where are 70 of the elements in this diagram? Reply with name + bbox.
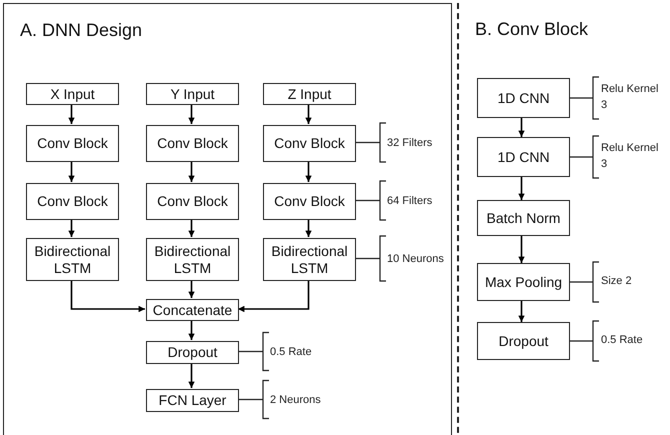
arrow <box>188 104 195 124</box>
layer-box <box>477 322 570 360</box>
layer-box <box>146 238 239 281</box>
arrow <box>68 161 75 182</box>
layer-box <box>26 183 119 220</box>
layer-label: Max Pooling <box>484 274 562 290</box>
layer-label: Y Input <box>170 86 215 102</box>
arrow <box>188 320 195 340</box>
layer-label: Dropout <box>498 332 548 350</box>
layer-label: 1D CNN <box>497 90 550 106</box>
arrow <box>188 280 195 298</box>
layer-box <box>263 125 356 162</box>
layer-label: Conv Block <box>274 135 345 152</box>
arrow <box>188 363 195 388</box>
arrow <box>188 161 195 182</box>
arrow <box>68 104 75 124</box>
layer-label: Conv Block <box>274 193 345 210</box>
layer-box <box>146 83 239 105</box>
layer-label: X Input <box>50 86 95 102</box>
layer-box <box>477 200 570 236</box>
panel <box>3 3 452 435</box>
layer-label: Concatenate <box>152 302 232 318</box>
arrow <box>70 280 145 312</box>
layer-label: Conv Block <box>157 135 228 152</box>
annotation-text: Size 2 <box>601 274 633 290</box>
arrow <box>68 219 75 237</box>
layer-box <box>146 299 239 321</box>
layer-label: Conv Block <box>37 193 108 210</box>
layer-box <box>263 238 356 281</box>
annotation-text: 2 Neurons <box>270 392 322 408</box>
layer-box <box>263 83 356 105</box>
annotation-text: Relu Kernel 3 <box>601 82 660 113</box>
layer-label: Conv Block <box>37 135 108 152</box>
panel-title: B. Conv Block <box>475 19 588 40</box>
arrow <box>305 219 312 237</box>
annotation-text: 32 Filters <box>387 136 434 151</box>
annotation-text: 10 Neurons <box>387 252 445 267</box>
layer-box <box>263 183 356 220</box>
annotation-text: 64 Filters <box>387 194 434 209</box>
arrow <box>305 161 312 182</box>
arrow <box>518 301 525 322</box>
arrow <box>518 118 525 137</box>
layer-label: 1D CNN <box>497 148 550 166</box>
annotation-text: 0.5 Rate <box>270 344 313 360</box>
layer-label: Bidirectional LSTM <box>270 243 349 276</box>
annotation-text: Relu Kernel 3 <box>601 141 660 172</box>
arrow <box>518 236 525 263</box>
layer-box <box>26 238 119 281</box>
layer-label: Z Input <box>288 86 332 102</box>
layer-box <box>146 389 239 412</box>
panel-title: A. DNN Design <box>20 20 142 41</box>
layer-box <box>477 263 570 301</box>
layer-box <box>26 125 119 162</box>
layer-box <box>26 83 119 105</box>
layer-label: Bidirectional LSTM <box>153 243 232 276</box>
layer-label: Dropout <box>168 344 218 361</box>
arrow <box>305 104 312 124</box>
layer-box <box>146 125 239 162</box>
layer-box <box>477 137 570 177</box>
layer-box <box>146 341 239 364</box>
annotation-text: 0.5 Rate <box>601 333 644 348</box>
arrow <box>188 219 195 237</box>
layer-label: Conv Block <box>157 193 228 210</box>
arrow <box>238 280 310 312</box>
arrow <box>518 177 525 200</box>
layer-label: Bidirectional LSTM <box>33 243 112 276</box>
layer-label: Batch Norm <box>486 210 560 226</box>
layer-box <box>146 183 239 220</box>
layer-label: FCN Layer <box>158 392 226 409</box>
layer-box <box>477 78 570 118</box>
